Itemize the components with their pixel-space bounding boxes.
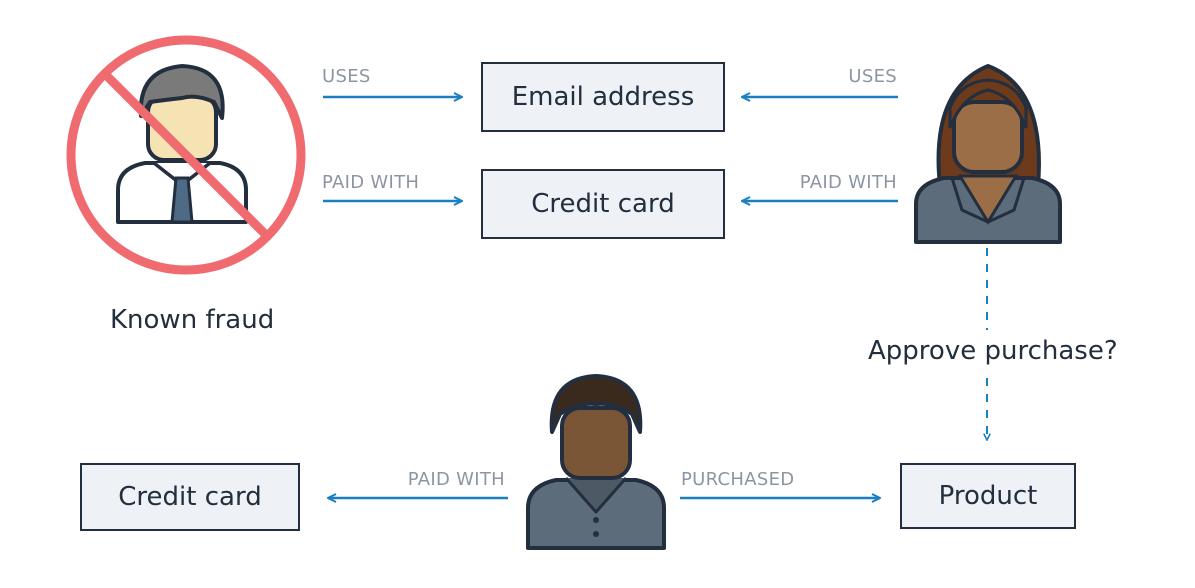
approve-purchase-caption: Approve purchase? (868, 336, 1118, 366)
product-label: Product (938, 481, 1038, 511)
credit-card-top-node: Credit card (481, 169, 725, 239)
fraud-paid-with-label: PAID WITH (322, 172, 420, 193)
person-purchased-label: PURCHASED (681, 469, 795, 490)
fraud-uses-label: USES (322, 66, 371, 87)
customer-uses-label: USES (848, 66, 897, 87)
person-paid-with-label: PAID WITH (407, 469, 505, 490)
credit-card-top-label: Credit card (531, 189, 675, 219)
woman-person-icon (914, 64, 1062, 244)
credit-card-bottom-label: Credit card (118, 482, 262, 512)
email-address-node: Email address (481, 62, 725, 132)
customer-paid-with-label: PAID WITH (799, 172, 897, 193)
prohibited-icon (66, 35, 306, 275)
person-icon (526, 374, 666, 550)
known-fraud-caption: Known fraud (110, 305, 275, 335)
email-address-label: Email address (511, 82, 695, 112)
product-node: Product (900, 463, 1076, 529)
credit-card-bottom-node: Credit card (80, 463, 300, 531)
